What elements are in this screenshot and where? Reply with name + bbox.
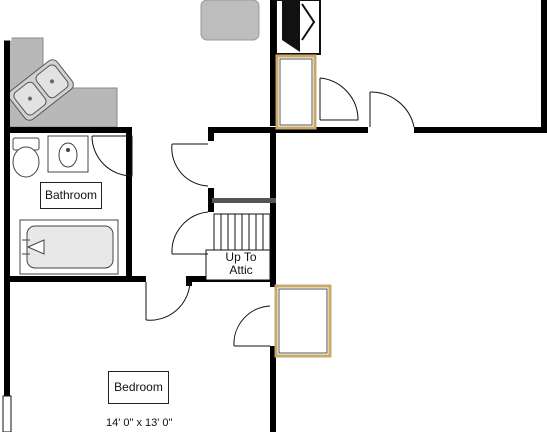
attic-label-line2: Attic: [229, 263, 253, 277]
kitchen-sink-icon: [8, 59, 74, 121]
door-swings: [91, 77, 415, 347]
fireplace-icon: [275, 0, 321, 55]
bathroom-label-text: Bathroom: [44, 188, 98, 202]
bathroom-label: Bathroom: [40, 182, 102, 209]
window-top-left: [2, 0, 12, 41]
attic-stairs: [205, 213, 271, 281]
closet-door-bedroom: [274, 284, 332, 358]
bathtub-icon: [19, 219, 119, 275]
stair-rail: [212, 198, 276, 203]
attic-label-line1: Up To: [225, 250, 257, 264]
bedroom-dimensions: 14' 0" x 13' 0": [106, 417, 173, 429]
closet-door-top: [275, 54, 317, 130]
kitchen-appliance: [200, 0, 260, 41]
bedroom-label-text: Bedroom: [114, 380, 163, 394]
toilet-icon: [12, 137, 40, 178]
window-left: [2, 395, 12, 432]
bedroom-label: Bedroom: [108, 371, 169, 404]
attic-stairs-label: Up To Attic: [212, 250, 270, 278]
bathroom-sink-icon: [47, 135, 89, 173]
